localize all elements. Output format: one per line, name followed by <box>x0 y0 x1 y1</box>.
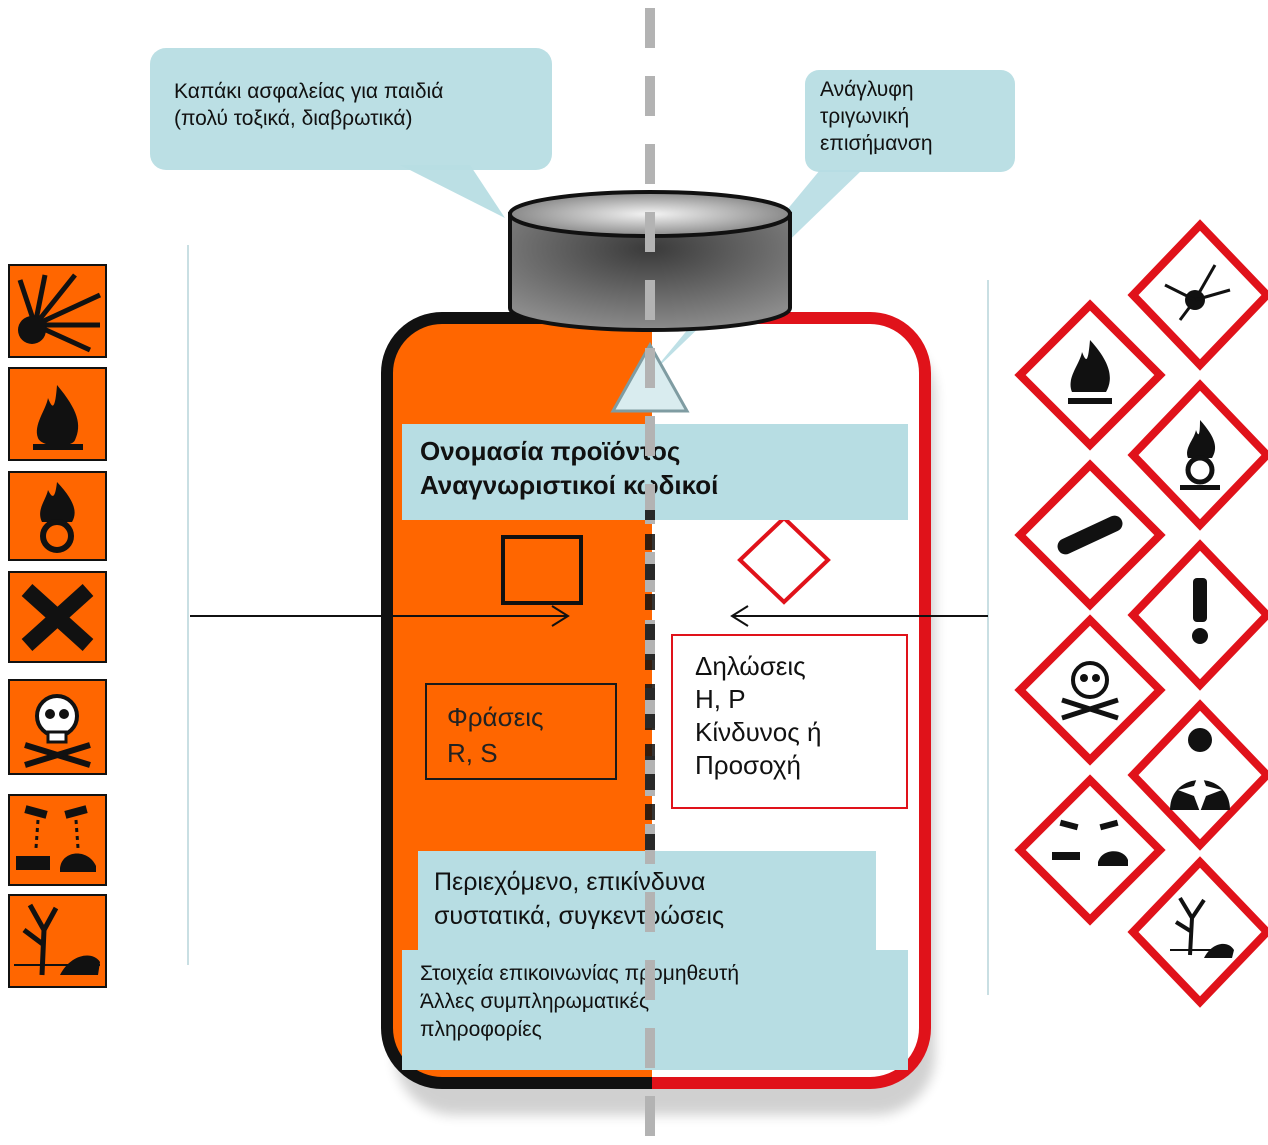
old-symbol-flame-over-circle-icon <box>8 471 107 561</box>
ghs-flame-over-circle-icon <box>1127 379 1268 531</box>
tactile-callout-line-1: Ανάγλυφη <box>820 78 914 101</box>
supplier-band: Στοιχεία επικοινωνίας προμηθευτή Άλλες σ… <box>402 950 908 1070</box>
ghs-gas-cylinder-icon <box>1014 459 1166 611</box>
hp-statements-line-2: H, P <box>695 684 746 714</box>
old-symbol-harmful-cross-icon <box>8 571 107 663</box>
old-symbol-corrosive-icon <box>8 794 107 886</box>
old-symbol-square-icon <box>501 535 583 605</box>
ghs-exploding-bomb-icon <box>1127 219 1268 371</box>
tactile-callout-line-3: επισήμανση <box>820 132 933 155</box>
product-identifiers-text: Αναγνωριστικοί κωδικοί <box>420 470 719 500</box>
rs-phrases-line-1: Φράσεις <box>447 702 544 732</box>
supplier-line-3: πληροφορίες <box>420 1018 542 1041</box>
ghs-corrosion-icon <box>1014 774 1166 926</box>
ghs-health-hazard-icon <box>1127 699 1268 851</box>
ghs-diamond-placeholder-icon <box>737 515 831 605</box>
child-cap-callout-line-1: Καπάκι ασφαλείας για παιδιά <box>174 80 444 103</box>
old-symbol-skull-crossbones-icon <box>8 679 107 775</box>
contents-line-2: συστατικά, συγκεντρώσεις <box>434 902 725 930</box>
product-name-text: Ονομασία προϊόντος <box>420 436 681 466</box>
hp-statements-line-4: Προσοχή <box>695 750 801 780</box>
right-arrow-head <box>730 605 749 627</box>
left-arrow-head <box>551 605 570 627</box>
contents-band: Περιεχόμενο, επικίνδυνα συστατικά, συγκε… <box>418 851 876 951</box>
tactile-callout-bubble <box>805 70 1015 172</box>
safety-cap-top <box>508 190 792 238</box>
hp-statements-box: Δηλώσεις H, P Κίνδυνος ή Προσοχή <box>671 634 908 809</box>
old-symbol-environment-hazard-icon <box>8 894 107 988</box>
ghs-environment-icon <box>1127 856 1268 1008</box>
rs-phrases-line-2: R, S <box>447 738 498 768</box>
old-symbol-flame-icon <box>8 367 107 461</box>
tactile-triangle-callout: Ανάγλυφη τριγωνική επισήμανση <box>820 76 1010 157</box>
contents-line-1: Περιεχόμενο, επικίνδυνα <box>434 868 706 896</box>
supplier-line-1: Στοιχεία επικοινωνίας προμηθευτή <box>420 962 739 985</box>
hp-statements-line-1: Δηλώσεις <box>695 651 806 681</box>
child-cap-callout-line-2: (πολύ τοξικά, διαβρωτικά) <box>174 107 413 130</box>
ghs-exclamation-icon <box>1127 539 1268 691</box>
child-cap-callout-bubble <box>150 48 552 170</box>
ghs-skull-crossbones-icon <box>1014 614 1166 766</box>
supplier-line-2: Άλλες συμπληρωματικές <box>420 990 650 1013</box>
child-cap-callout: Καπάκι ασφαλείας για παιδιά (πολύ τοξικά… <box>174 78 544 132</box>
old-symbol-explosive-icon <box>8 264 107 358</box>
rs-phrases-box: Φράσεις R, S <box>425 683 617 780</box>
child-cap-callout-pointer <box>400 165 505 218</box>
product-name-band: Ονομασία προϊόντος Αναγνωριστικοί κωδικο… <box>402 424 908 520</box>
hp-statements-line-3: Κίνδυνος ή <box>695 717 822 747</box>
ghs-flame-icon <box>1014 299 1166 451</box>
tactile-callout-line-2: τριγωνική <box>820 105 910 128</box>
